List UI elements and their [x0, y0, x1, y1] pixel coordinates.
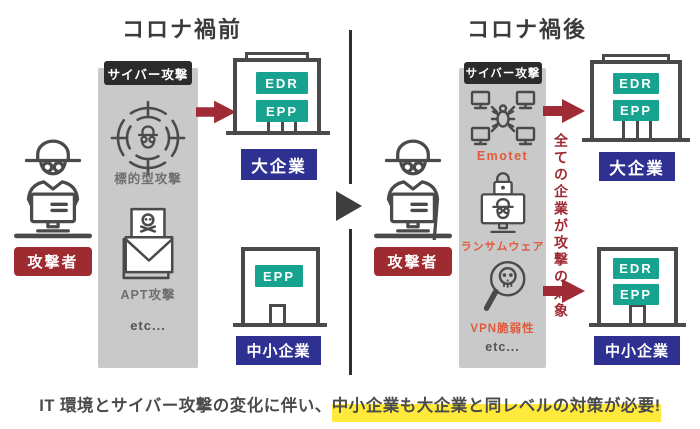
epp-badge: EPP [256, 100, 308, 122]
before-cyber-attack-label: サイバー攻撃 [104, 61, 192, 85]
before-small-building-baseline [233, 323, 327, 327]
after-cyber-attack-label: サイバー攻撃 [464, 62, 542, 84]
after-attack-arrow-large-icon [543, 99, 585, 123]
emotet-icon [470, 90, 536, 146]
before-small-building-door [269, 304, 286, 324]
emotet-caption: Emotet [476, 149, 529, 163]
all-companies-targeted-note: 全ての企業が攻撃の対象 [553, 133, 569, 320]
conclusion-prefix: IT 環境とサイバー攻撃の変化に伴い、 [39, 397, 332, 415]
epp-badge: EPP [255, 265, 303, 287]
vpn-vulnerability-icon [483, 260, 526, 311]
before-large-building-baseline [226, 131, 330, 135]
after-attacker-label: 攻撃者 [374, 247, 452, 276]
conclusion-highlighted: 中小企業も大企業と同レベルの対策が必要! [331, 397, 661, 422]
conclusion-sentence: IT 環境とサイバー攻撃の変化に伴い、中小企業も大企業と同レベルの対策が必要! [0, 392, 700, 422]
before-large-company-label: 大企業 [241, 149, 317, 180]
after-large-building-door [622, 118, 652, 138]
attacker-icon [374, 139, 453, 240]
before-small-company-label: 中小企業 [236, 336, 321, 365]
edr-badge: EDR [613, 258, 659, 279]
divider-line-top [349, 30, 352, 184]
after-large-building-baseline [582, 138, 690, 142]
dark-right-triangle-icon [336, 191, 362, 221]
after-large-company-label: 大企業 [599, 152, 675, 181]
after-title: コロナ禍後 [466, 17, 587, 42]
targeted-attack-icon [110, 100, 186, 176]
targeted-attack-caption: 標的型攻撃 [114, 172, 182, 186]
before-title: コロナ禍前 [121, 17, 242, 42]
after-etc-text: etc... [485, 340, 520, 354]
ransomware-icon [480, 172, 526, 234]
ransomware-caption: ランサムウェア [460, 241, 545, 253]
vpn-vulnerability-caption: VPN脆弱性 [470, 323, 535, 335]
apt-attack-icon [122, 207, 174, 280]
attacker-icon [14, 139, 92, 239]
epp-badge: EPP [613, 100, 659, 121]
before-etc-text: etc... [130, 318, 166, 333]
after-small-company-label: 中小企業 [594, 336, 680, 365]
after-attack-arrow-small-icon [543, 279, 585, 303]
epp-badge: EPP [613, 284, 659, 305]
before-attacker-label: 攻撃者 [14, 247, 92, 276]
before-attack-arrow-icon [196, 100, 236, 124]
after-small-building-door [629, 304, 646, 324]
before-large-building [233, 58, 321, 135]
edr-badge: EDR [613, 73, 659, 94]
edr-badge: EDR [256, 72, 308, 94]
apt-attack-caption: APT攻撃 [120, 288, 176, 302]
divider-line-bottom [349, 229, 352, 375]
after-small-building-baseline [589, 323, 686, 327]
